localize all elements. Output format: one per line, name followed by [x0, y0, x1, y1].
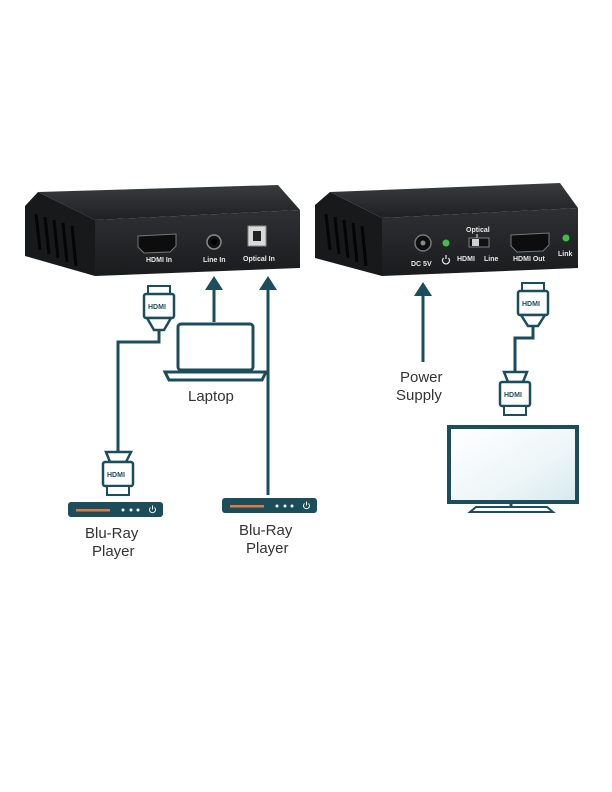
hdmi-plug-icon: HDMI	[142, 285, 176, 332]
line-in-label: Line In	[203, 257, 226, 264]
arrow-up-icon	[205, 276, 223, 322]
hdmi-switch-label: HDMI	[457, 256, 475, 263]
bluray1-label-line2: Player	[92, 543, 135, 560]
hdmi-in-label: HDMI In	[146, 257, 172, 264]
hdmi-plug-label: HDMI	[504, 392, 522, 399]
vent-slots	[34, 213, 78, 267]
bluray2-label-line2: Player	[246, 540, 289, 557]
bluray-player-icon	[68, 502, 163, 517]
dc-5v-label: DC 5V	[411, 261, 432, 268]
bluray-player-icon	[222, 498, 317, 513]
power-supply-label-line1: Power	[400, 369, 443, 386]
optical-switch-label: Optical	[466, 227, 490, 234]
hdmi-cable-right: HDMI HDMI	[498, 282, 550, 416]
hdmi-plug-label: HDMI	[148, 304, 166, 311]
laptop-icon	[162, 322, 269, 382]
arrow-up-icon	[414, 282, 432, 362]
power-icon	[149, 505, 156, 514]
hdmi-in-port	[137, 233, 177, 254]
link-led	[562, 234, 570, 242]
line-switch-label: Line	[484, 256, 498, 263]
arrow-up-icon	[259, 276, 277, 495]
hdmi-cable-left: HDMI HDMI	[101, 285, 176, 496]
bluray2-label-line1: Blu-Ray	[239, 522, 293, 539]
hdmi-plug-label: HDMI	[522, 301, 540, 308]
tv-icon	[447, 425, 579, 513]
bluray1-label-line1: Blu-Ray	[85, 525, 139, 542]
power-icon	[303, 501, 310, 510]
power-led	[442, 239, 450, 247]
hdmi-plug-label: HDMI	[107, 472, 125, 479]
hdmi-out-label: HDMI Out	[513, 256, 546, 263]
link-label: Link	[558, 251, 572, 258]
power-icon	[441, 255, 451, 265]
optical-in-label: Optical In	[243, 256, 275, 263]
vent-slots	[324, 213, 368, 267]
hdmi-plug-icon: HDMI	[101, 450, 135, 496]
hdmi-plug-icon: HDMI	[516, 282, 550, 328]
receiver-device: DC 5V Optical HDMI Line HDMI Out Link	[315, 183, 578, 276]
laptop-label: Laptop	[188, 388, 234, 405]
hdmi-plug-icon: HDMI	[498, 370, 532, 416]
hdmi-out-port	[510, 232, 550, 253]
transmitter-device: HDMI In Line In Optical In	[25, 185, 300, 276]
power-supply-label-line2: Supply	[396, 387, 442, 404]
